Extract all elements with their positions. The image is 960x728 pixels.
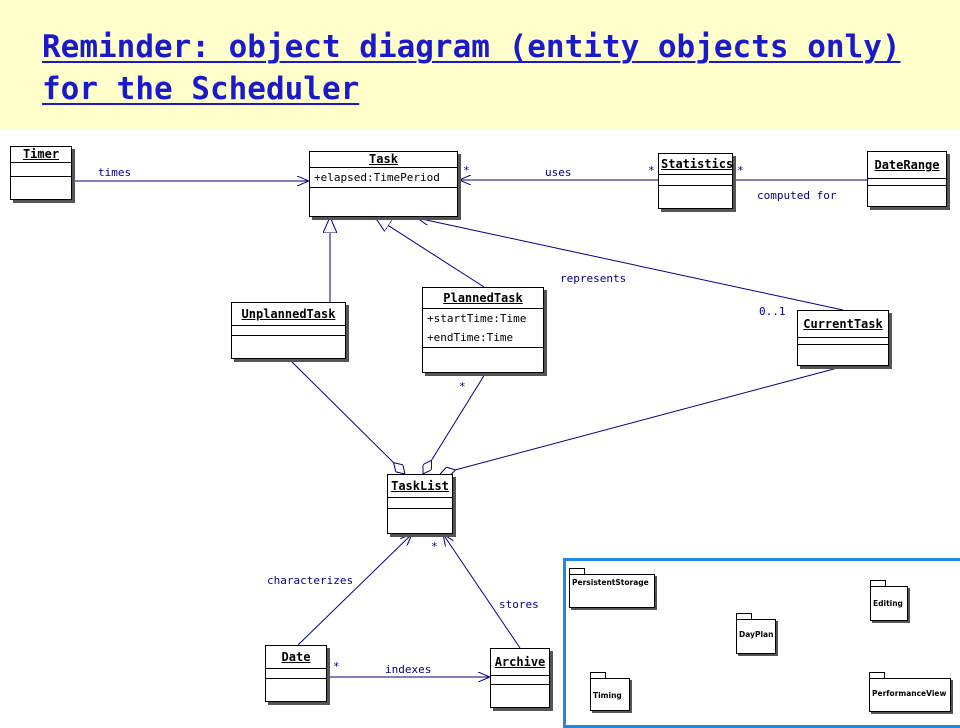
- mult-planned-tasklist: *: [459, 380, 466, 393]
- operations-section: [659, 186, 732, 210]
- operations-section: [310, 188, 457, 216]
- link-stores: [443, 534, 521, 649]
- link-unplanned-tasklist: [289, 359, 405, 474]
- title-line-1: Reminder: object diagram (entity objects…: [42, 29, 901, 65]
- label-characterizes: characterizes: [267, 574, 354, 587]
- class-tasklist: TaskList: [387, 474, 453, 534]
- operations-section: [11, 177, 71, 201]
- mult-statistics-computed: *: [737, 164, 744, 177]
- package-tab: [870, 580, 886, 587]
- class-name: PlannedTask: [423, 288, 543, 309]
- attributes-section: +elapsed:TimePeriod: [310, 168, 457, 188]
- class-name: Archive: [491, 649, 549, 676]
- operations-section: [388, 509, 452, 535]
- package-tab: [736, 613, 752, 620]
- label-indexes: indexes: [385, 663, 432, 676]
- class-name: Date: [266, 646, 326, 669]
- link-planned-task: [375, 217, 485, 288]
- class-currenttask: CurrentTask: [797, 310, 889, 366]
- attributes-section: [266, 669, 326, 679]
- attributes-section: [659, 175, 732, 186]
- attribute: +endTime:Time: [427, 331, 514, 344]
- link-represents: [417, 218, 844, 311]
- mult-date-indexes: *: [333, 660, 340, 673]
- attributes-section: [388, 498, 452, 509]
- class-name: Task: [310, 152, 457, 168]
- operations-section: [266, 679, 326, 703]
- class-timer: Timer: [10, 146, 72, 200]
- class-name: UnplannedTask: [232, 303, 345, 326]
- class-date: Date: [265, 645, 327, 702]
- title-band: Reminder: object diagram (entity objects…: [0, 0, 960, 130]
- package-tab: [869, 672, 885, 679]
- class-name: TaskList: [388, 475, 452, 498]
- package-body: Timing: [590, 678, 630, 711]
- attribute: +elapsed:TimePeriod: [314, 171, 440, 184]
- label-stores: stores: [499, 598, 539, 611]
- package-tab: [590, 672, 606, 679]
- attributes-section: [798, 338, 888, 345]
- attributes-section: [868, 179, 946, 186]
- class-archive: Archive: [490, 648, 550, 708]
- slide-title: Reminder: object diagram (entity objects…: [42, 26, 901, 110]
- class-plannedtask: PlannedTask +startTime:Time +endTime:Tim…: [422, 287, 544, 373]
- operations-section: [798, 345, 888, 367]
- link-current-tasklist: [440, 365, 846, 474]
- package-body: Editing: [870, 586, 908, 621]
- operations-section: [868, 186, 946, 208]
- operations-section: [491, 685, 549, 709]
- operations-section: [423, 348, 543, 372]
- label-represents: represents: [560, 272, 627, 285]
- mult-statistics-uses: *: [648, 164, 655, 177]
- attribute: +startTime:Time: [427, 312, 527, 325]
- link-planned-tasklist: [423, 373, 486, 474]
- attributes-section: [232, 326, 345, 336]
- package-body: PerformanceView: [869, 678, 951, 712]
- attributes-section: [11, 163, 71, 177]
- class-name: CurrentTask: [798, 311, 888, 338]
- class-name: DateRange: [868, 152, 946, 179]
- class-statistics: Statistics: [658, 153, 733, 209]
- package-tab: [569, 568, 585, 575]
- link-characterizes: [297, 534, 412, 646]
- mult-task-uses: *: [463, 164, 470, 177]
- class-task: Task +elapsed:TimePeriod: [309, 151, 458, 217]
- class-name: Statistics: [659, 154, 733, 175]
- mult-tasklist-stores: *: [431, 540, 438, 553]
- class-daterange: DateRange: [867, 151, 947, 207]
- operations-section: [232, 336, 345, 360]
- class-name: Timer: [11, 147, 71, 163]
- package-body: DayPlan: [736, 619, 776, 654]
- mult-current-represents: 0..1: [759, 305, 786, 318]
- label-computed-for: computed for: [757, 189, 837, 202]
- title-line-2: for the Scheduler: [42, 71, 360, 107]
- class-unplannedtask: UnplannedTask: [231, 302, 346, 359]
- label-uses: uses: [545, 166, 572, 179]
- attributes-section: +startTime:Time +endTime:Time: [423, 309, 543, 348]
- label-times: times: [98, 166, 132, 179]
- attributes-section: [491, 676, 549, 685]
- package-body: PersistentStorage: [569, 574, 655, 608]
